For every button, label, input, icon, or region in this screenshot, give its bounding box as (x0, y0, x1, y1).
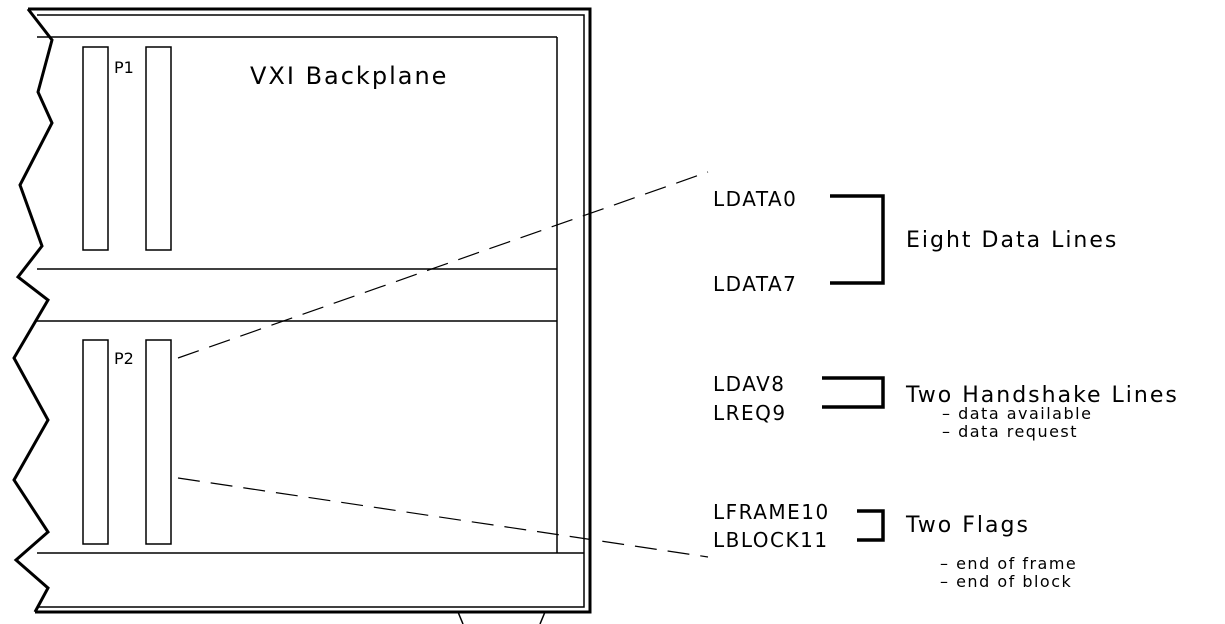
signal-ldav8: LDAV8 (713, 372, 786, 396)
signal-ldata0: LDATA0 (713, 187, 797, 211)
bracket-flags (857, 509, 885, 542)
connector-p2-label: P2 (114, 349, 134, 368)
handshake-item-data-available: – data available (942, 404, 1092, 423)
signal-lframe10: LFRAME10 (713, 500, 830, 524)
connector-p2 (82, 339, 172, 545)
leader-lines (177, 171, 709, 558)
flags-item-end-of-block: – end of block (940, 572, 1072, 591)
signal-lreq9: LREQ9 (713, 401, 787, 425)
bracket-handshake (822, 376, 885, 409)
group-handshake-label: Two Handshake Lines (905, 383, 1179, 408)
connector-p1-label: P1 (114, 58, 134, 77)
handshake-item-data-request: – data request (942, 422, 1078, 441)
signal-ldata7: LDATA7 (713, 272, 797, 296)
group-flags-label: Two Flags (905, 513, 1030, 538)
stand (457, 611, 546, 624)
bracket-data (830, 194, 885, 285)
connector-p1 (82, 46, 172, 251)
break-line (12, 8, 54, 613)
flags-item-end-of-frame: – end of frame (940, 554, 1077, 573)
signal-lblock11: LBLOCK11 (713, 528, 829, 552)
backplane-frame (28, 7, 592, 614)
backplane-title: VXI Backplane (250, 62, 448, 90)
group-data-label: Eight Data Lines (906, 228, 1118, 253)
